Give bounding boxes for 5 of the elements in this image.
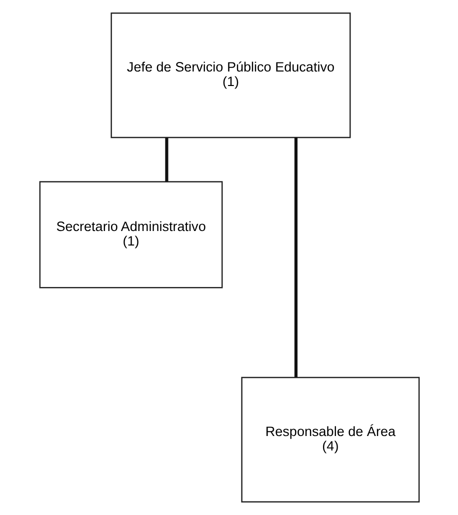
- node-box: Responsable de Área (4): [240, 376, 420, 502]
- connector: [294, 138, 298, 378]
- node-box: Secretario Administrativo (1): [38, 181, 222, 288]
- node-box: Jefe de Servicio Público Educativo (1): [110, 12, 350, 138]
- connector: [164, 138, 168, 182]
